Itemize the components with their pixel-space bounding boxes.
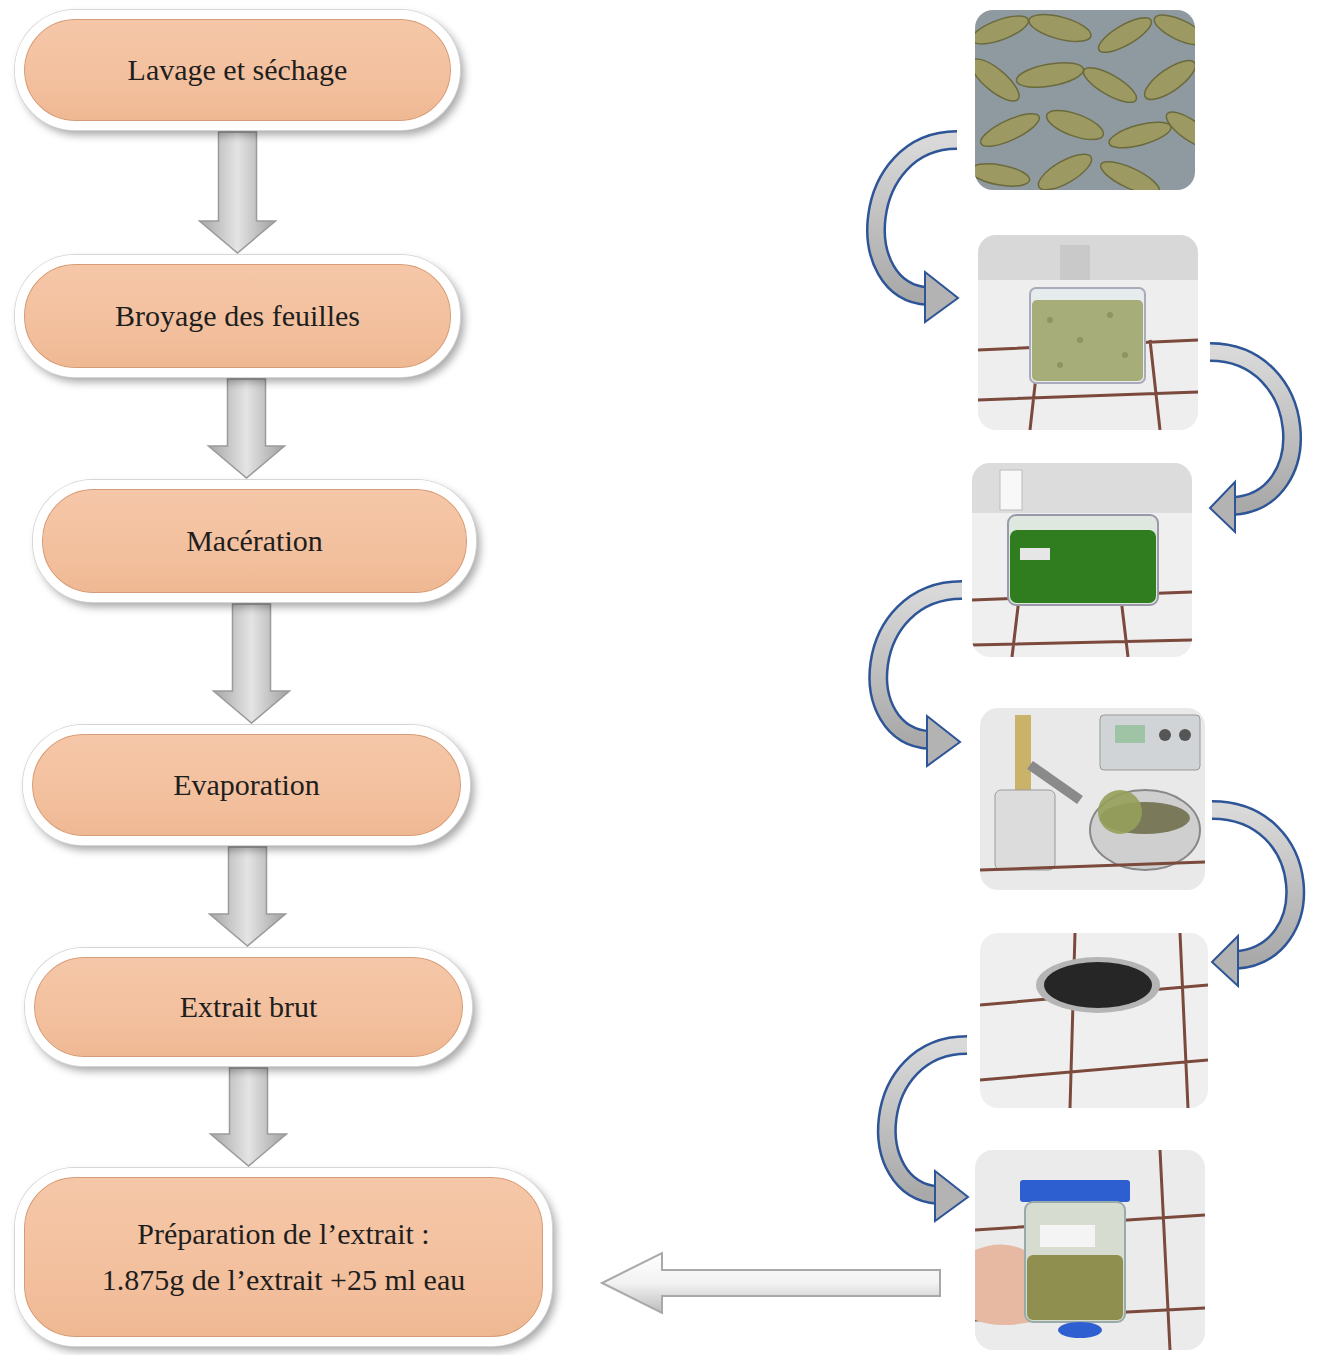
process-box: Lavage et séchage	[15, 10, 460, 130]
process-box: Préparation de l’extrait :1.875g de l’ex…	[15, 1168, 552, 1346]
step-label: Extrait brut	[180, 984, 317, 1031]
block-arrow	[210, 847, 286, 946]
extract-jar-photo	[975, 1150, 1205, 1350]
curved-arrows	[876, 140, 1295, 1221]
horizontal-arrow	[602, 1253, 940, 1313]
process-box: Broyage des feuilles	[15, 255, 460, 377]
step-label: Préparation de l’extrait :	[137, 1211, 429, 1258]
maceration-beaker-photo	[972, 463, 1192, 657]
block-arrow	[200, 132, 276, 253]
step-label: 1.875g de l’extrait +25 ml eau	[102, 1257, 466, 1304]
leaves-photo	[975, 10, 1195, 190]
block-arrow	[211, 1068, 287, 1166]
block-arrow	[209, 379, 285, 478]
process-box: Macération	[33, 480, 476, 602]
step-label: Macération	[186, 518, 323, 565]
step-label: Broyage des feuilles	[115, 293, 360, 340]
step-label: Lavage et séchage	[128, 47, 348, 94]
rotavap-photo	[980, 708, 1205, 890]
block-arrow	[214, 604, 290, 723]
step-label: Evaporation	[173, 762, 320, 809]
process-box: Evaporation	[23, 725, 470, 845]
powder-beaker-photo	[978, 235, 1198, 430]
dry-extract-photo	[980, 933, 1208, 1108]
process-box: Extrait brut	[25, 948, 472, 1066]
